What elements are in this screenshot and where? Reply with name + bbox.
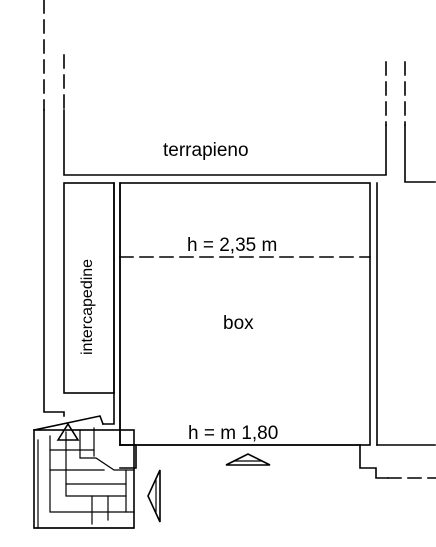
side-arrow-left-icon — [147, 469, 161, 523]
intercapedine-label: intercapedine — [79, 258, 96, 355]
terrapieno-outline — [63, 109, 387, 176]
stair-line-3 — [65, 431, 127, 497]
box-label: box — [223, 313, 254, 334]
outer-wall-left — [43, 109, 65, 417]
stair-line-4 — [79, 429, 135, 471]
outer-wall-right — [404, 124, 436, 183]
stair-line-2 — [49, 435, 135, 513]
terrapieno-label: terrapieno — [163, 140, 249, 161]
height-bottom-label: h = m 1,80 — [188, 423, 279, 444]
entrance-arrow-up-icon — [225, 453, 271, 466]
stair-arrow-up-icon — [56, 422, 80, 441]
stair-outer — [33, 415, 105, 431]
height-top-label: h = 2,35 m — [187, 235, 278, 256]
lower-left-wall — [102, 392, 115, 425]
right-step — [359, 444, 389, 479]
stair-frame — [33, 429, 135, 529]
